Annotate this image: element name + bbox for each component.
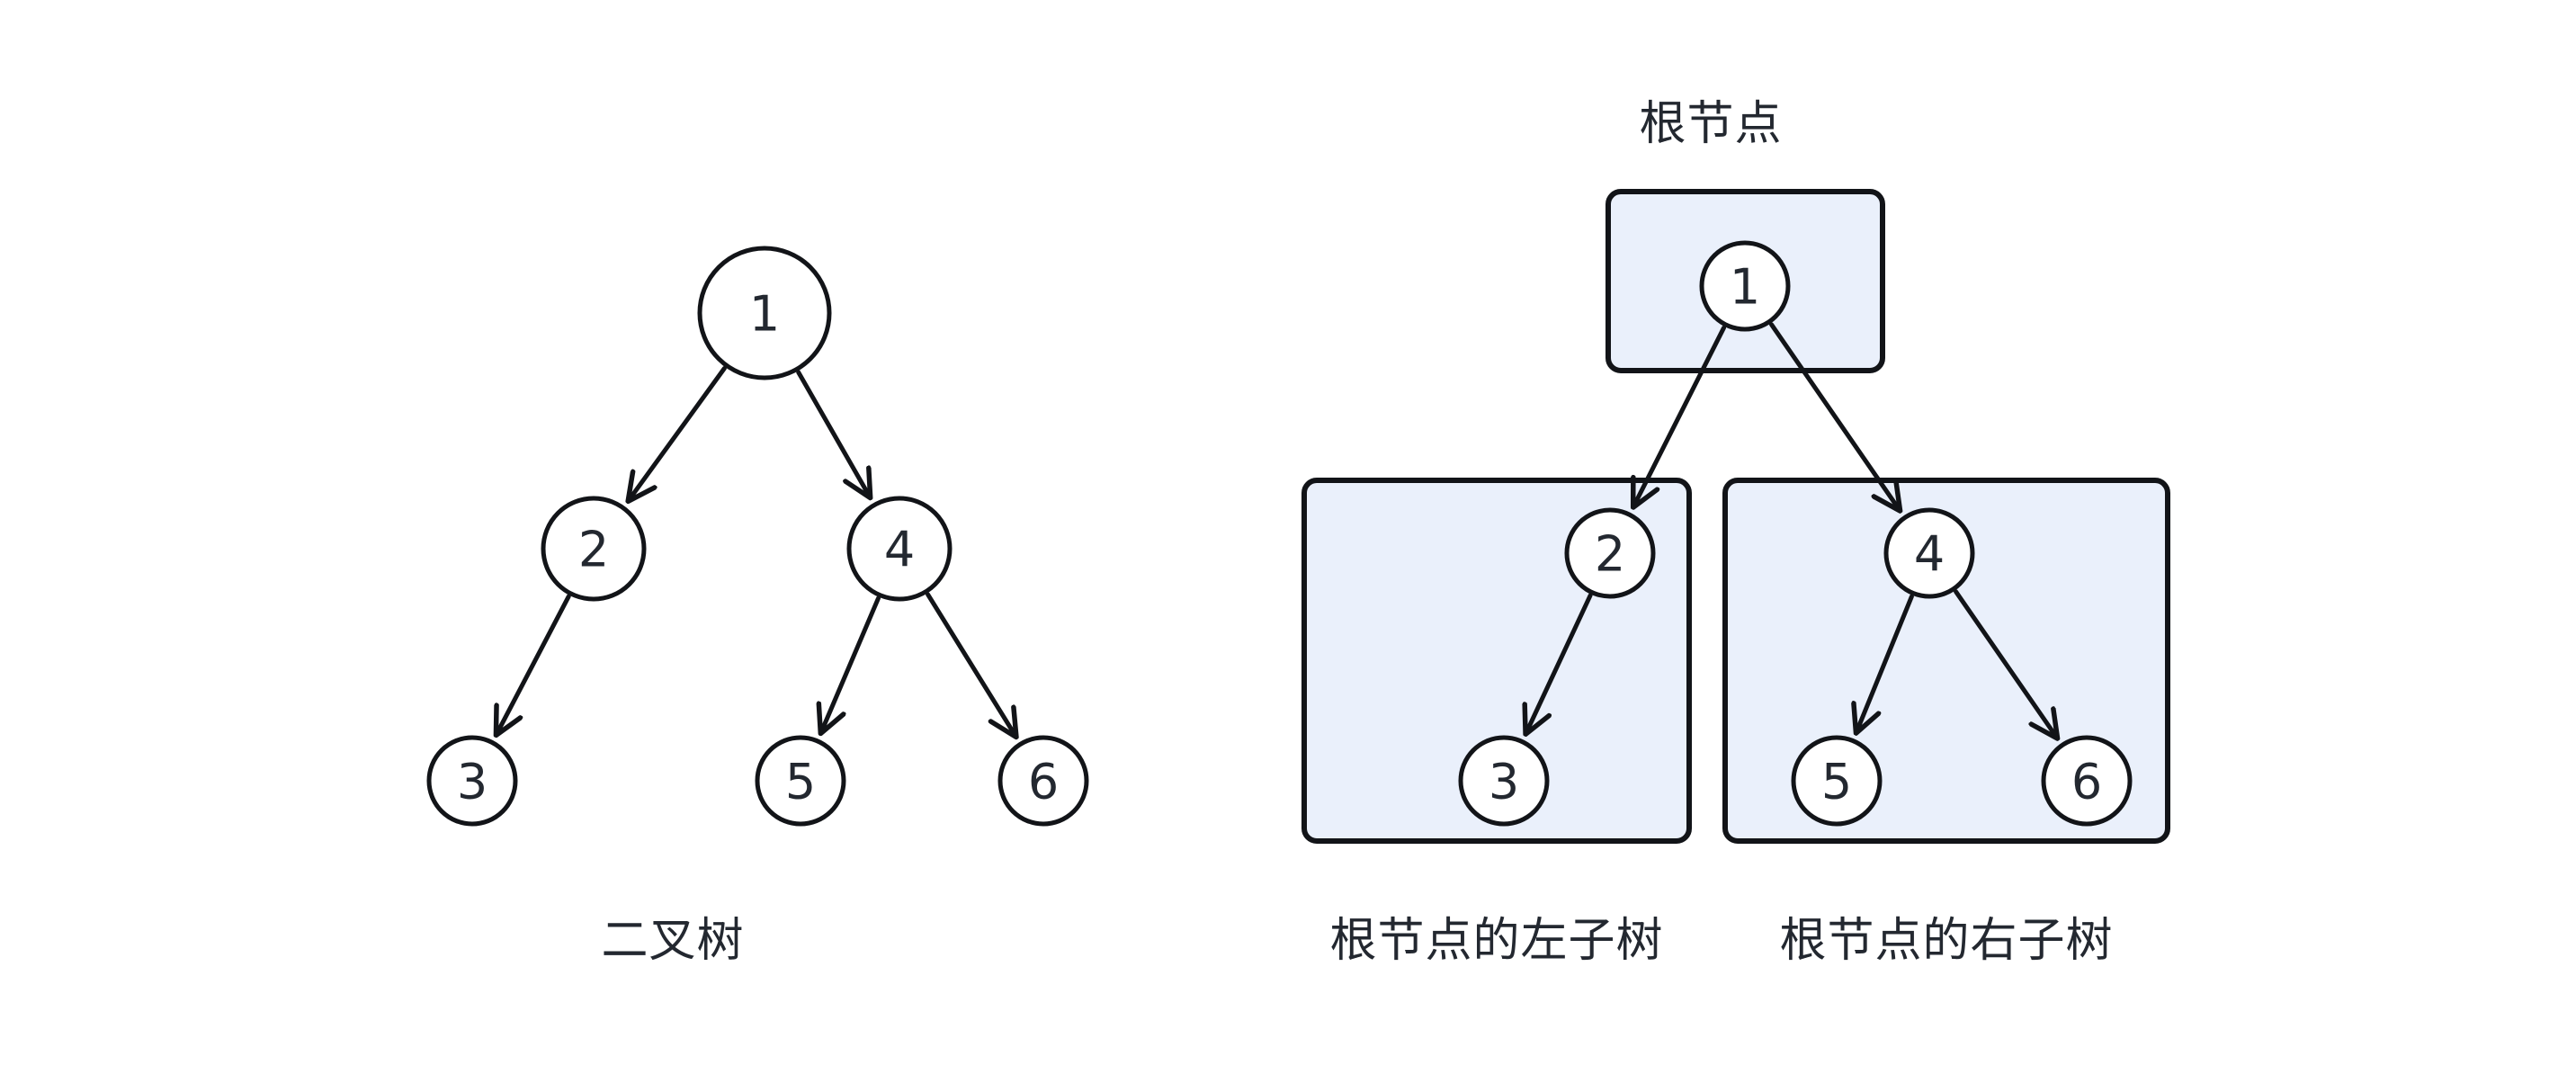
right-tree-node-4[interactable]: 4 [1883,507,1975,599]
left-tree-node-label-4: 4 [884,522,915,578]
caption-left-subtree: 根节点的左子树 [1329,914,1663,968]
caption-right-subtree: 根节点的右子树 [1779,914,2113,968]
right-tree-edge-r2-to-r3 [1527,593,1593,730]
right-tree-edge-r1-to-r2 [1635,325,1727,503]
right-tree-edge-r4-to-r6 [1954,589,2055,735]
right-tree-node-label-4: 4 [1914,526,1945,583]
left-tree-node-circle-5[interactable] [755,735,846,827]
left-tree-node-circle-4[interactable] [846,496,953,602]
right-tree-node-label-3: 3 [1489,754,1519,810]
left-tree-edge-n4-to-n5 [822,595,881,729]
right-tree-node-circle-2[interactable] [1564,507,1656,599]
left-tree-node-5[interactable]: 5 [755,735,846,827]
right-tree-node-label-1: 1 [1730,259,1760,316]
right-tree-edge-r4-to-r5 [1857,594,1914,729]
right-tree-node-1[interactable]: 1 [1699,240,1791,332]
left-tree-edge-n2-to-n3 [498,594,571,731]
right-tree-node-circle-3[interactable] [1458,735,1550,827]
right-tree-node-3[interactable]: 3 [1458,735,1550,827]
left-tree-edge-n1-to-n2 [631,366,727,498]
right-tree-node-6[interactable]: 6 [2041,735,2133,827]
right-tree-node-circle-1[interactable] [1699,240,1791,332]
left-tree-node-1[interactable]: 1 [697,246,832,380]
right-tree-node-circle-6[interactable] [2041,735,2133,827]
right-tree-edge-r1-to-r4 [1769,322,1898,507]
right-tree-node-label-6: 6 [2071,754,2102,810]
right-tree-node-2[interactable]: 2 [1564,507,1656,599]
left-tree-node-circle-1[interactable] [697,246,832,380]
left-tree-edge-n1-to-n4 [796,370,868,494]
left-tree-node-circle-3[interactable] [426,735,518,827]
right-tree-node-circle-5[interactable] [1791,735,1883,827]
left-tree-edge-n4-to-n6 [926,592,1015,733]
left-tree-node-label-3: 3 [457,754,487,810]
caption-root-node: 根节点 [1639,97,1782,151]
tree-edges [498,322,2055,735]
left-tree-node-circle-2[interactable] [541,496,647,602]
left-tree-node-circle-6[interactable] [997,735,1089,827]
left-tree-node-4[interactable]: 4 [846,496,953,602]
right-tree-node-5[interactable]: 5 [1791,735,1883,827]
right-tree-node-label-5: 5 [1821,754,1852,810]
left-tree-node-label-1: 1 [749,286,780,343]
tree-nodes: 1 2 4 3 5 6 1 2 4 3 5 6 [426,240,2133,827]
left-tree-node-label-6: 6 [1028,754,1059,810]
caption-binary-tree: 二叉树 [601,914,744,968]
left-tree-node-6[interactable]: 6 [997,735,1089,827]
left-tree-node-2[interactable]: 2 [541,496,647,602]
left-tree-node-label-5: 5 [785,754,816,810]
right-tree-node-circle-4[interactable] [1883,507,1975,599]
left-tree-node-label-2: 2 [578,522,609,578]
right-tree-node-label-2: 2 [1595,526,1625,583]
left-tree-node-3[interactable]: 3 [426,735,518,827]
